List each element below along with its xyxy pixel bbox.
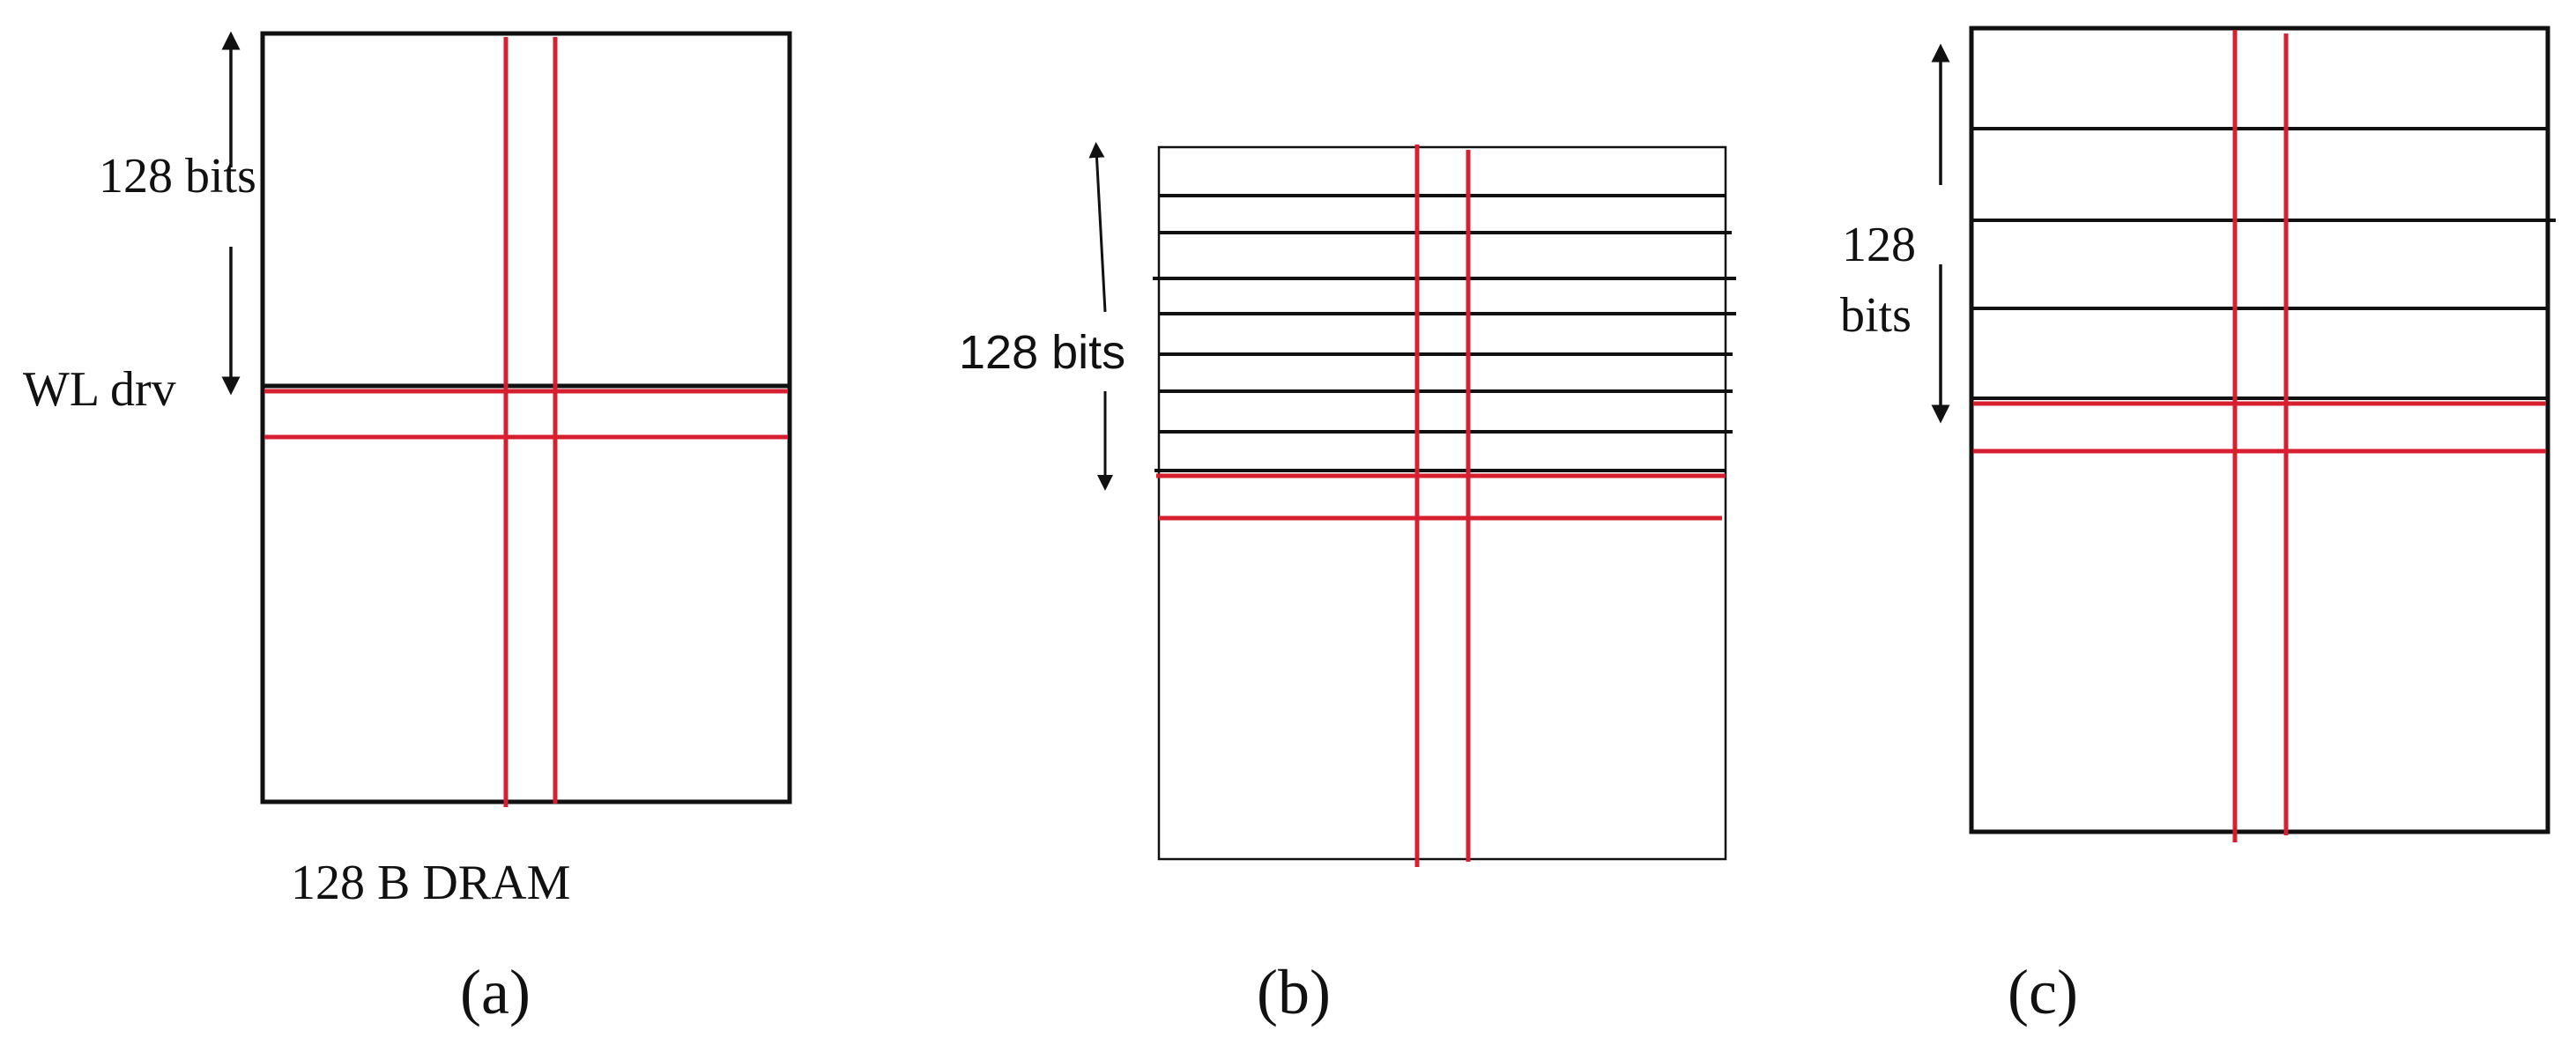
panel-c-array-outline: [1969, 26, 2550, 834]
panel-b-array-outline: [1157, 145, 1727, 861]
panel-b-caption: (b): [1257, 957, 1331, 1027]
panel-b-arrow-up: [1088, 142, 1107, 313]
panel-a-array-outline: [260, 31, 792, 804]
panel-a-bottom-label: 128 B DRAM: [291, 856, 570, 910]
panel-a: 128 bits WL drv 128 B DRAM (a): [23, 31, 792, 1027]
panel-c-bits-label-line1: 128: [1842, 218, 1916, 272]
panel-b-bits-label: 128 bits: [959, 326, 1125, 379]
panel-c: 128 bits (c): [1840, 26, 2556, 1027]
panel-a-wl-driver-label: WL drv: [23, 362, 176, 417]
panel-c-wordlines: [1971, 127, 2556, 400]
panel-c-bits-label-line2: bits: [1840, 288, 1912, 343]
panel-b: 128 bits (b): [959, 142, 1736, 1027]
panel-a-bits-label: 128 bits: [99, 149, 256, 204]
panel-b-wordlines: [1153, 194, 1736, 472]
panel-a-caption: (a): [460, 957, 531, 1027]
panel-c-caption: (c): [2008, 957, 2078, 1027]
